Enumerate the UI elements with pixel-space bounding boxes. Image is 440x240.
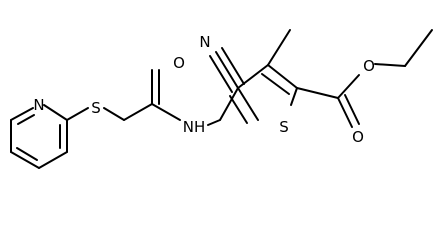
bond [16,147,38,161]
ester-group [296,29,433,128]
bond [290,87,298,106]
nitrile-nitrogen-label: N [199,33,210,51]
pyridine-nitrogen-label: N [33,96,44,114]
bond [10,151,40,169]
amide-oxygen-label: O [173,54,185,72]
bond [209,55,233,93]
bond [344,94,360,125]
bond [207,119,221,126]
thiophene-ring [219,64,298,124]
bond [337,74,360,99]
bond [103,107,125,121]
bond [151,103,181,121]
bond [237,87,259,121]
bond [337,97,353,128]
molecule-structure: N S O NH N S O O [10,29,433,169]
bond [17,114,35,125]
amide-nh-label: NH [183,118,206,136]
ester-carbonyl-oxygen-label: O [352,128,364,146]
bond [237,64,269,89]
nitrile-group [209,47,245,93]
bond [221,47,245,85]
bond [267,64,298,89]
bond [38,151,68,169]
bond [261,73,290,95]
linker-chain [66,69,181,121]
thiophene-sulfur-label: S [279,118,289,136]
bond [43,104,68,121]
bond [123,103,153,121]
bond [10,107,34,121]
bond [215,51,239,89]
bond [296,87,339,99]
pyridine-ring [10,104,68,169]
thioether-sulfur-label: S [91,99,101,117]
bond [66,107,89,121]
bond [219,87,239,121]
methyl-bond [267,29,291,66]
bond [229,95,248,124]
bond [374,63,406,67]
ester-single-oxygen-label: O [363,57,375,75]
structure-canvas: N S O NH N S O O [10,29,433,169]
bond [404,29,433,67]
